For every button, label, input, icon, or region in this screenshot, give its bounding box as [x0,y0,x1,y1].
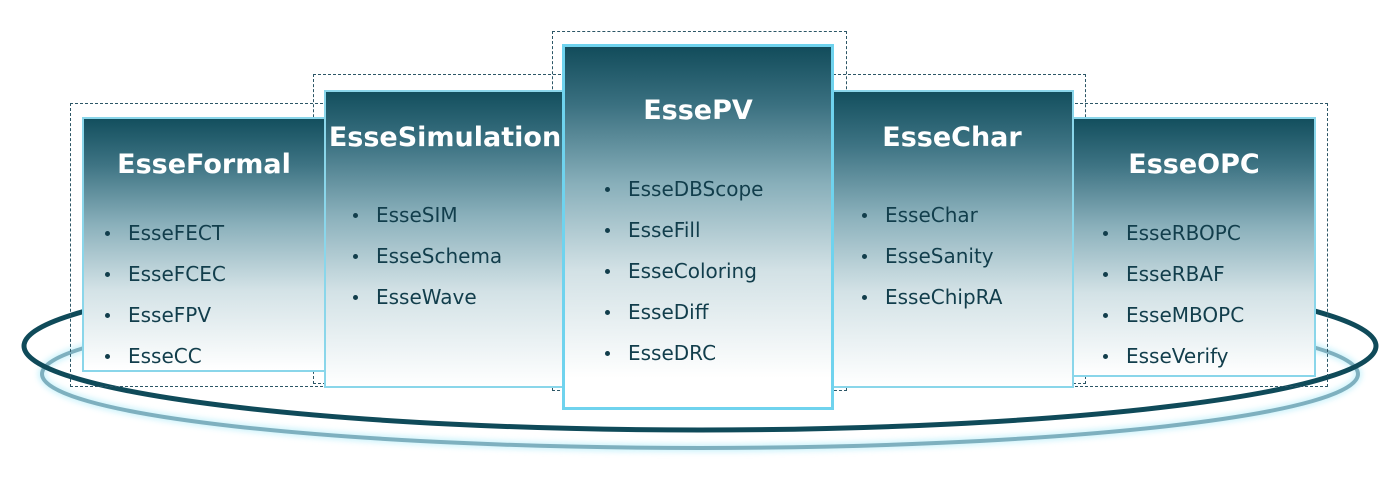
bullet-icon [353,295,358,300]
item-list: EsseChar EsseSanity EsseChipRA [862,195,1002,318]
list-item: EsseVerify [1103,336,1244,377]
bullet-icon [1103,272,1108,277]
product-card-essechar: EsseChar EsseChar EsseSanity EsseChipRA [830,90,1074,388]
bullet-icon [862,295,867,300]
bullet-icon [105,272,110,277]
product-card-essepv: EssePV EsseDBScope EsseFill EsseColoring… [562,44,834,410]
bullet-icon [1103,313,1108,318]
item-list: EsseDBScope EsseFill EsseColoring EsseDi… [605,169,763,374]
list-item: EsseMBOPC [1103,295,1244,336]
list-item: EsseSchema [353,236,502,277]
bullet-icon [353,254,358,259]
item-list: EsseRBOPC EsseRBAF EsseMBOPC EsseVerify [1103,213,1244,377]
list-item: EsseChipRA [862,277,1002,318]
card-title: EsseChar [882,122,1022,153]
list-item: EsseSIM [353,195,502,236]
bullet-icon [105,354,110,359]
list-item: EsseFPV [105,295,226,336]
item-list: EsseFECT EsseFCEC EsseFPV EsseCC [105,213,226,377]
bullet-icon [605,187,610,192]
product-card-essesimulation: EsseSimulation EsseSIM EsseSchema EsseWa… [324,90,566,388]
list-item: EsseCC [105,336,226,377]
card-title: EsseOPC [1128,149,1260,180]
bullet-icon [105,231,110,236]
product-card-esseopc: EsseOPC EsseRBOPC EsseRBAF EsseMBOPC Ess… [1072,117,1316,377]
bullet-icon [862,213,867,218]
list-item: EsseFill [605,210,763,251]
item-list: EsseSIM EsseSchema EsseWave [353,195,502,318]
bullet-icon [605,228,610,233]
list-item: EsseRBOPC [1103,213,1244,254]
bullet-icon [105,313,110,318]
list-item: EsseRBAF [1103,254,1244,295]
bullet-icon [605,351,610,356]
list-item: EsseChar [862,195,1002,236]
bullet-icon [605,269,610,274]
bullet-icon [862,254,867,259]
list-item: EsseSanity [862,236,1002,277]
list-item: EsseDiff [605,292,763,333]
card-title: EsseFormal [117,149,291,180]
list-item: EsseDBScope [605,169,763,210]
list-item: EsseDRC [605,333,763,374]
bullet-icon [353,213,358,218]
list-item: EsseFECT [105,213,226,254]
list-item: EsseWave [353,277,502,318]
bullet-icon [1103,231,1108,236]
product-card-esseformal: EsseFormal EsseFECT EsseFCEC EsseFPV Ess… [82,117,326,372]
bullet-icon [1103,354,1108,359]
list-item: EsseFCEC [105,254,226,295]
card-title: EssePV [643,95,753,126]
bullet-icon [605,310,610,315]
list-item: EsseColoring [605,251,763,292]
card-title: EsseSimulation [328,122,562,153]
